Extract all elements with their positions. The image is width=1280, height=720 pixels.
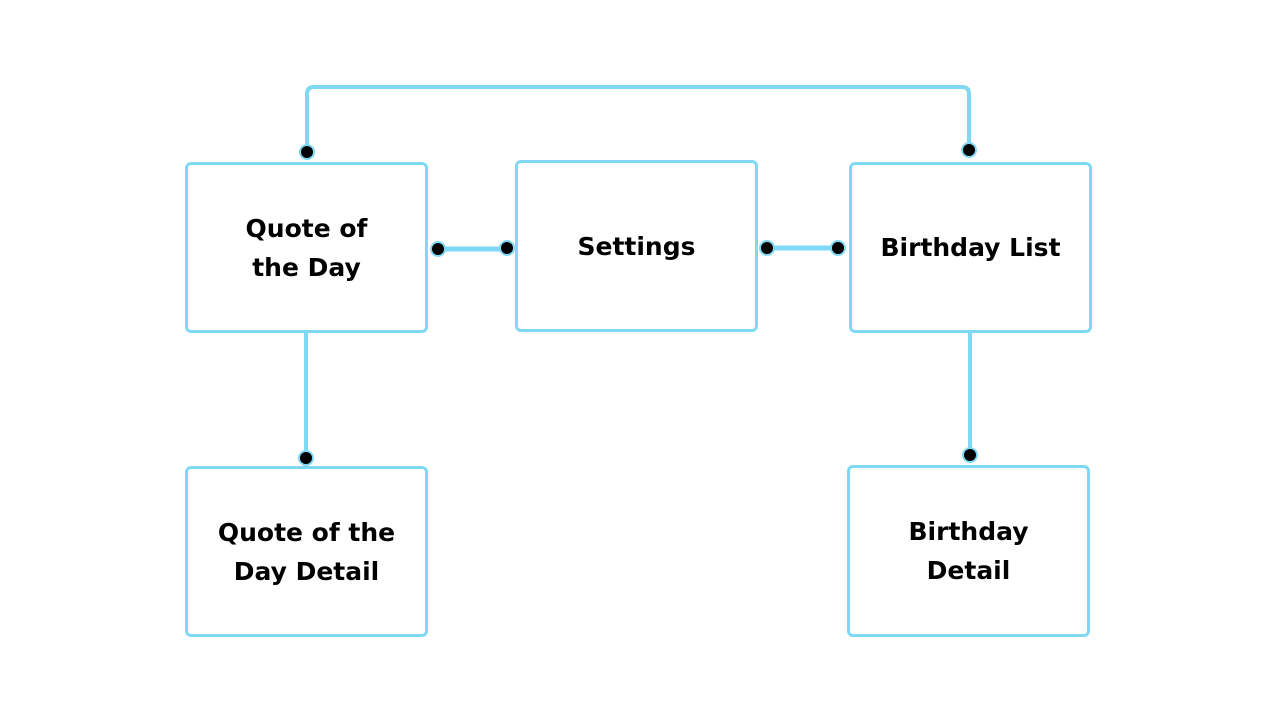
endpoint-dot xyxy=(962,447,978,463)
node-quote-of-the-day: Quote of the Day xyxy=(185,162,428,333)
endpoint-dot xyxy=(961,142,977,158)
endpoint-dot xyxy=(759,240,775,256)
endpoint-dot xyxy=(299,144,315,160)
endpoint-dot xyxy=(830,240,846,256)
node-label: Birthday List xyxy=(880,233,1061,262)
connector-quote-to-birthday xyxy=(305,85,971,152)
node-quote-of-the-day-detail: Quote of the Day Detail xyxy=(185,466,428,637)
node-settings: Settings xyxy=(515,160,758,332)
node-label: Quote of the Day xyxy=(245,213,368,282)
node-label: Quote of the Day Detail xyxy=(217,517,396,586)
endpoint-dot xyxy=(430,241,446,257)
node-label: Birthday Detail xyxy=(908,517,1029,585)
endpoint-dot xyxy=(499,240,515,256)
node-birthday-list: Birthday List xyxy=(849,162,1092,333)
endpoint-dot xyxy=(298,450,314,466)
node-birthday-detail: Birthday Detail xyxy=(847,465,1090,637)
endpoint-markers xyxy=(298,142,978,466)
node-label: Settings xyxy=(577,231,696,261)
